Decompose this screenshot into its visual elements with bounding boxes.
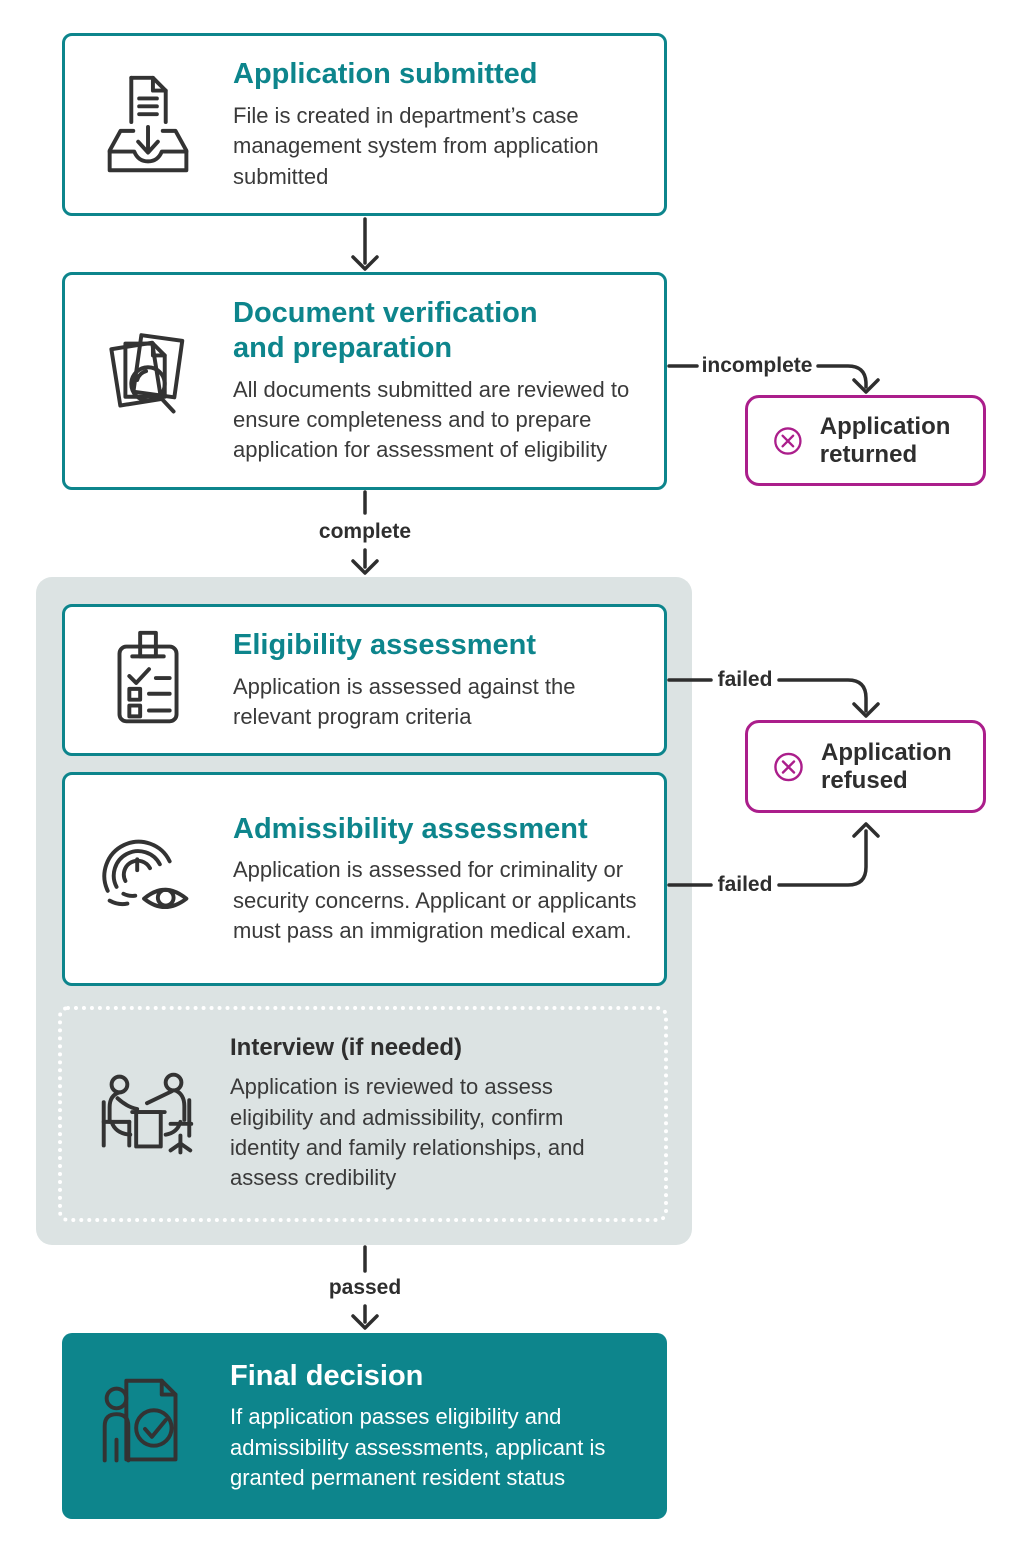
step-icon-area xyxy=(65,322,233,440)
document-search-icon xyxy=(109,333,185,414)
connector-label-passed: passed xyxy=(328,1276,402,1299)
checklist-clipboard-icon xyxy=(117,630,179,724)
circle-x-icon xyxy=(774,752,803,781)
inbox-document-icon xyxy=(107,75,189,172)
connector-label-failed-eligibility: failed xyxy=(717,668,773,691)
connector-label-complete: complete xyxy=(318,520,412,543)
step-icon-area xyxy=(62,1367,230,1485)
step-title: Eligibility assessment xyxy=(233,628,537,661)
step-admissibility-assessment: Admissibility assessment Application is … xyxy=(62,772,667,986)
outcome-label: Application returned xyxy=(819,412,951,468)
fingerprint-eye-icon xyxy=(102,839,189,909)
step-title: Interview (if needed) xyxy=(230,1034,463,1062)
step-eligibility-assessment: Eligibility assessment Application is as… xyxy=(62,604,667,756)
step-description: File is created in department’s case man… xyxy=(233,102,599,189)
step-title: Application submitted xyxy=(233,58,538,91)
connector-label-incomplete: incomplete xyxy=(701,354,813,377)
outcome-application-refused: Application refused xyxy=(745,720,986,813)
step-icon-area xyxy=(65,621,233,739)
step-document-verification: Document verification and preparation Al… xyxy=(62,272,667,490)
circle-x-icon xyxy=(774,426,802,455)
step-description: If application passes eligibility and ad… xyxy=(230,1404,606,1491)
outcome-application-returned: Application returned xyxy=(745,395,986,486)
step-icon-area xyxy=(65,820,233,938)
interview-table-icon xyxy=(101,1072,194,1155)
step-description: Application is reviewed to assess eligib… xyxy=(230,1074,585,1191)
step-title: Final decision xyxy=(230,1359,424,1392)
step-description: Application is assessed against the rele… xyxy=(233,673,576,729)
step-description: Application is assessed for criminality … xyxy=(233,857,637,944)
step-interview: Interview (if needed) Application is rev… xyxy=(58,1006,668,1222)
step-final-decision: Final decision If application passes eli… xyxy=(62,1333,667,1519)
step-title: Admissibility assessment xyxy=(233,812,588,845)
step-icon-area xyxy=(62,1055,230,1173)
outcome-label: Application refused xyxy=(821,738,952,794)
step-icon-area xyxy=(65,66,233,184)
connector-label-failed-admissibility: failed xyxy=(717,873,773,896)
step-title: Document verification and preparation xyxy=(233,297,538,364)
step-description: All documents submitted are reviewed to … xyxy=(233,376,630,463)
approved-document-person-icon xyxy=(102,1378,178,1463)
step-application-submitted: Application submitted File is created in… xyxy=(62,33,667,216)
